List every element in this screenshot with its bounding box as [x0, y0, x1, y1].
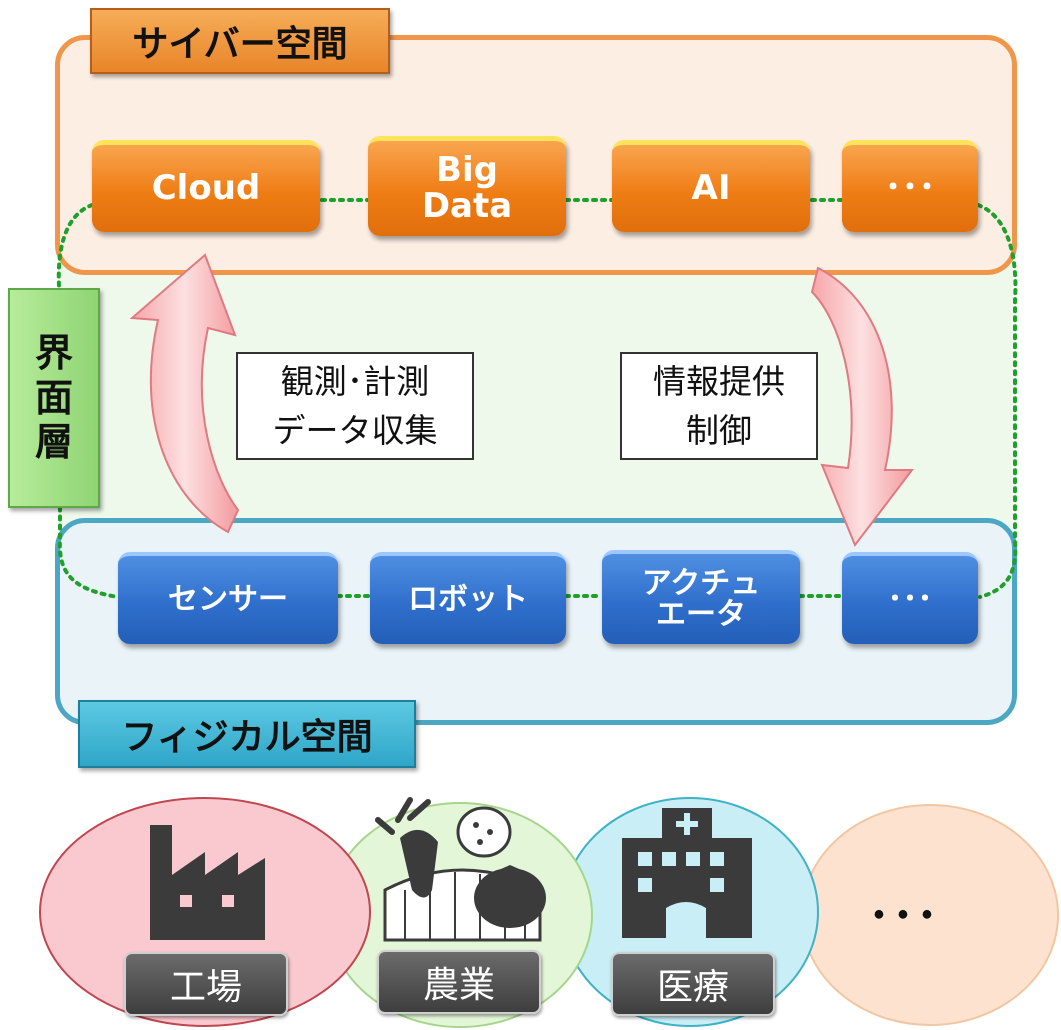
downward-flow-arrow [810, 266, 915, 547]
agriculture-icon [375, 797, 546, 942]
information-control-box: 情報提供 制御 [620, 352, 818, 460]
interface-layer-label: 界 面 層 [8, 288, 100, 508]
medical-label: 医療 [611, 952, 775, 1016]
cyber-more-node: ･･･ [842, 140, 978, 232]
control-line: 制御 [686, 411, 752, 450]
robot-node: ロボット [370, 552, 566, 644]
physical-space-label: フィジカル空間 [78, 700, 416, 768]
hospital-icon [622, 808, 752, 938]
interface-label-char: 面 [34, 375, 73, 420]
actuator-node: アクチュ エータ [602, 550, 800, 644]
factory-label: 工場 [124, 952, 288, 1016]
physical-more-node: ･･･ [842, 552, 978, 644]
sensor-node: センサー [118, 552, 338, 644]
information-provision-line: 情報提供 [653, 361, 785, 401]
observation-collection-box: 観測･計測 データ収集 [236, 352, 474, 460]
agriculture-label: 農業 [377, 950, 541, 1014]
interface-label-char: 界 [34, 330, 73, 375]
cyber-space-label: サイバー空間 [90, 8, 390, 74]
interface-label-char: 層 [34, 420, 73, 465]
upward-flow-arrow [129, 253, 240, 534]
cloud-node: Cloud [92, 140, 320, 232]
big-data-node: Big Data [368, 136, 566, 236]
observation-line: 観測･計測 [280, 361, 430, 401]
factory-icon [150, 825, 265, 940]
data-collection-line: データ収集 [272, 411, 438, 450]
ai-node: AI [612, 140, 810, 232]
other-category-label: ･･･ [868, 891, 940, 942]
